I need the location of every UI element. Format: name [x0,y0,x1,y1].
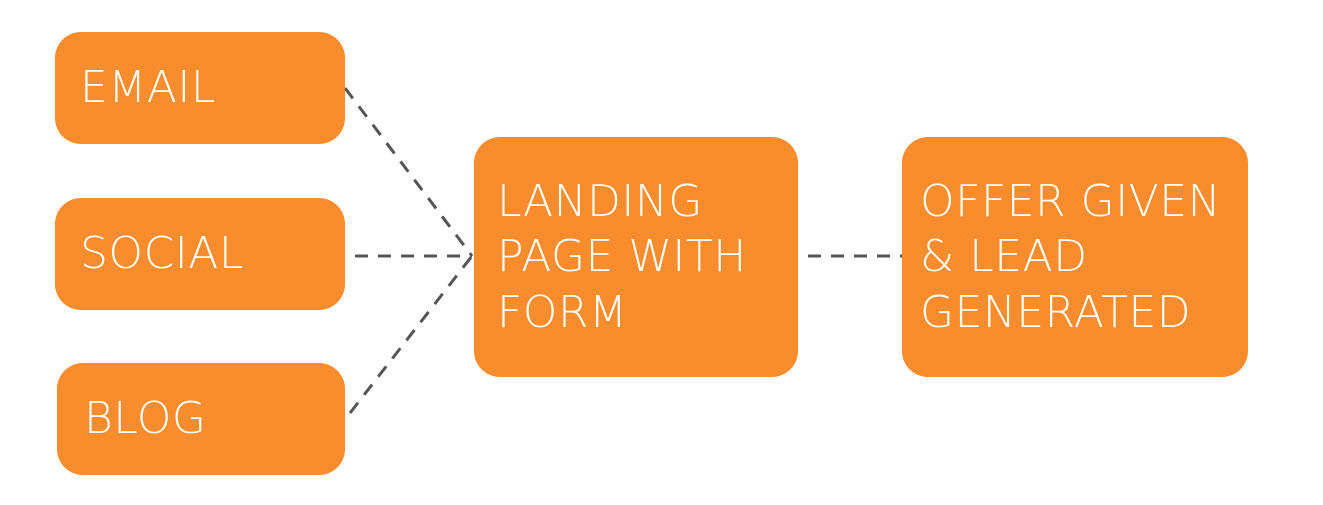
offer-line-3: GENERATED [920,286,1192,338]
email-box: EMAIL [55,32,345,144]
landing-page-box: LANDING PAGE WITH FORM [474,137,798,377]
connector-email-to-landing [343,87,474,257]
offer-lead-box: OFFER GIVEN & LEAD GENERATED [902,137,1248,377]
offer-line-2: & LEAD [920,231,1088,283]
landing-line-3: FORM [497,286,628,338]
landing-line-1: LANDING [497,175,703,227]
social-label: SOCIAL [80,228,244,280]
email-label: EMAIL [80,62,216,114]
landing-line-2: PAGE WITH [497,231,747,283]
blog-box: BLOG [57,363,345,475]
landing-page-label: LANDING PAGE WITH FORM [497,174,747,340]
social-box: SOCIAL [55,198,345,310]
blog-label: BLOG [84,393,207,445]
offer-line-1: OFFER GIVEN [920,175,1221,227]
offer-lead-label: OFFER GIVEN & LEAD GENERATED [920,174,1221,340]
connector-blog-to-landing [348,255,474,414]
